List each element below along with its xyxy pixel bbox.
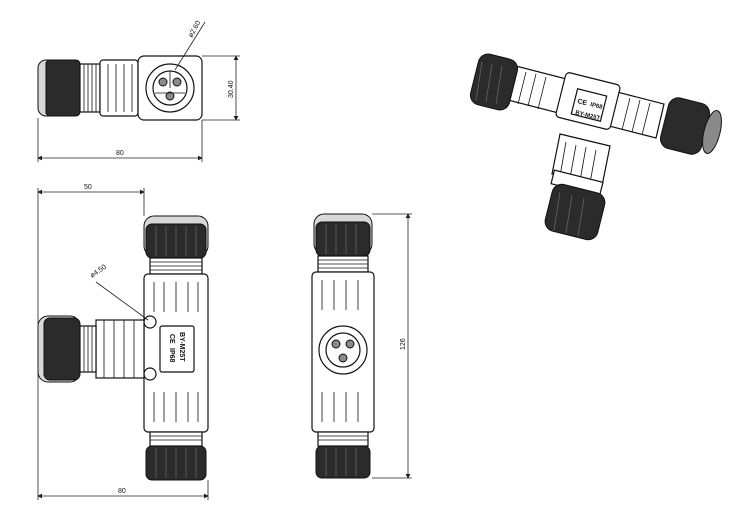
label-ip: IP68 xyxy=(168,348,175,363)
dim-top-height: 30.40 xyxy=(228,80,235,98)
label-ce: CE xyxy=(168,334,175,344)
product-label-ce: CE xyxy=(577,98,588,107)
dim-side-height: 126 xyxy=(400,338,407,350)
side-view: 126 xyxy=(311,213,412,479)
front-view: CE IP68 BY-M25T xyxy=(37,184,209,500)
dim-top-length: 80 xyxy=(116,150,124,157)
dim-front-width: 50 xyxy=(84,184,92,191)
label-model: BY-M25T xyxy=(178,332,185,362)
top-view: ø2.60 30.40 80 xyxy=(37,20,240,162)
product-label-ip: IP68 xyxy=(590,102,604,111)
product-illustration: CE IP68 BY-M25T xyxy=(469,53,722,241)
dim-front-hole: ø4.50 xyxy=(89,264,108,280)
dim-front-length: 80 xyxy=(118,488,126,495)
